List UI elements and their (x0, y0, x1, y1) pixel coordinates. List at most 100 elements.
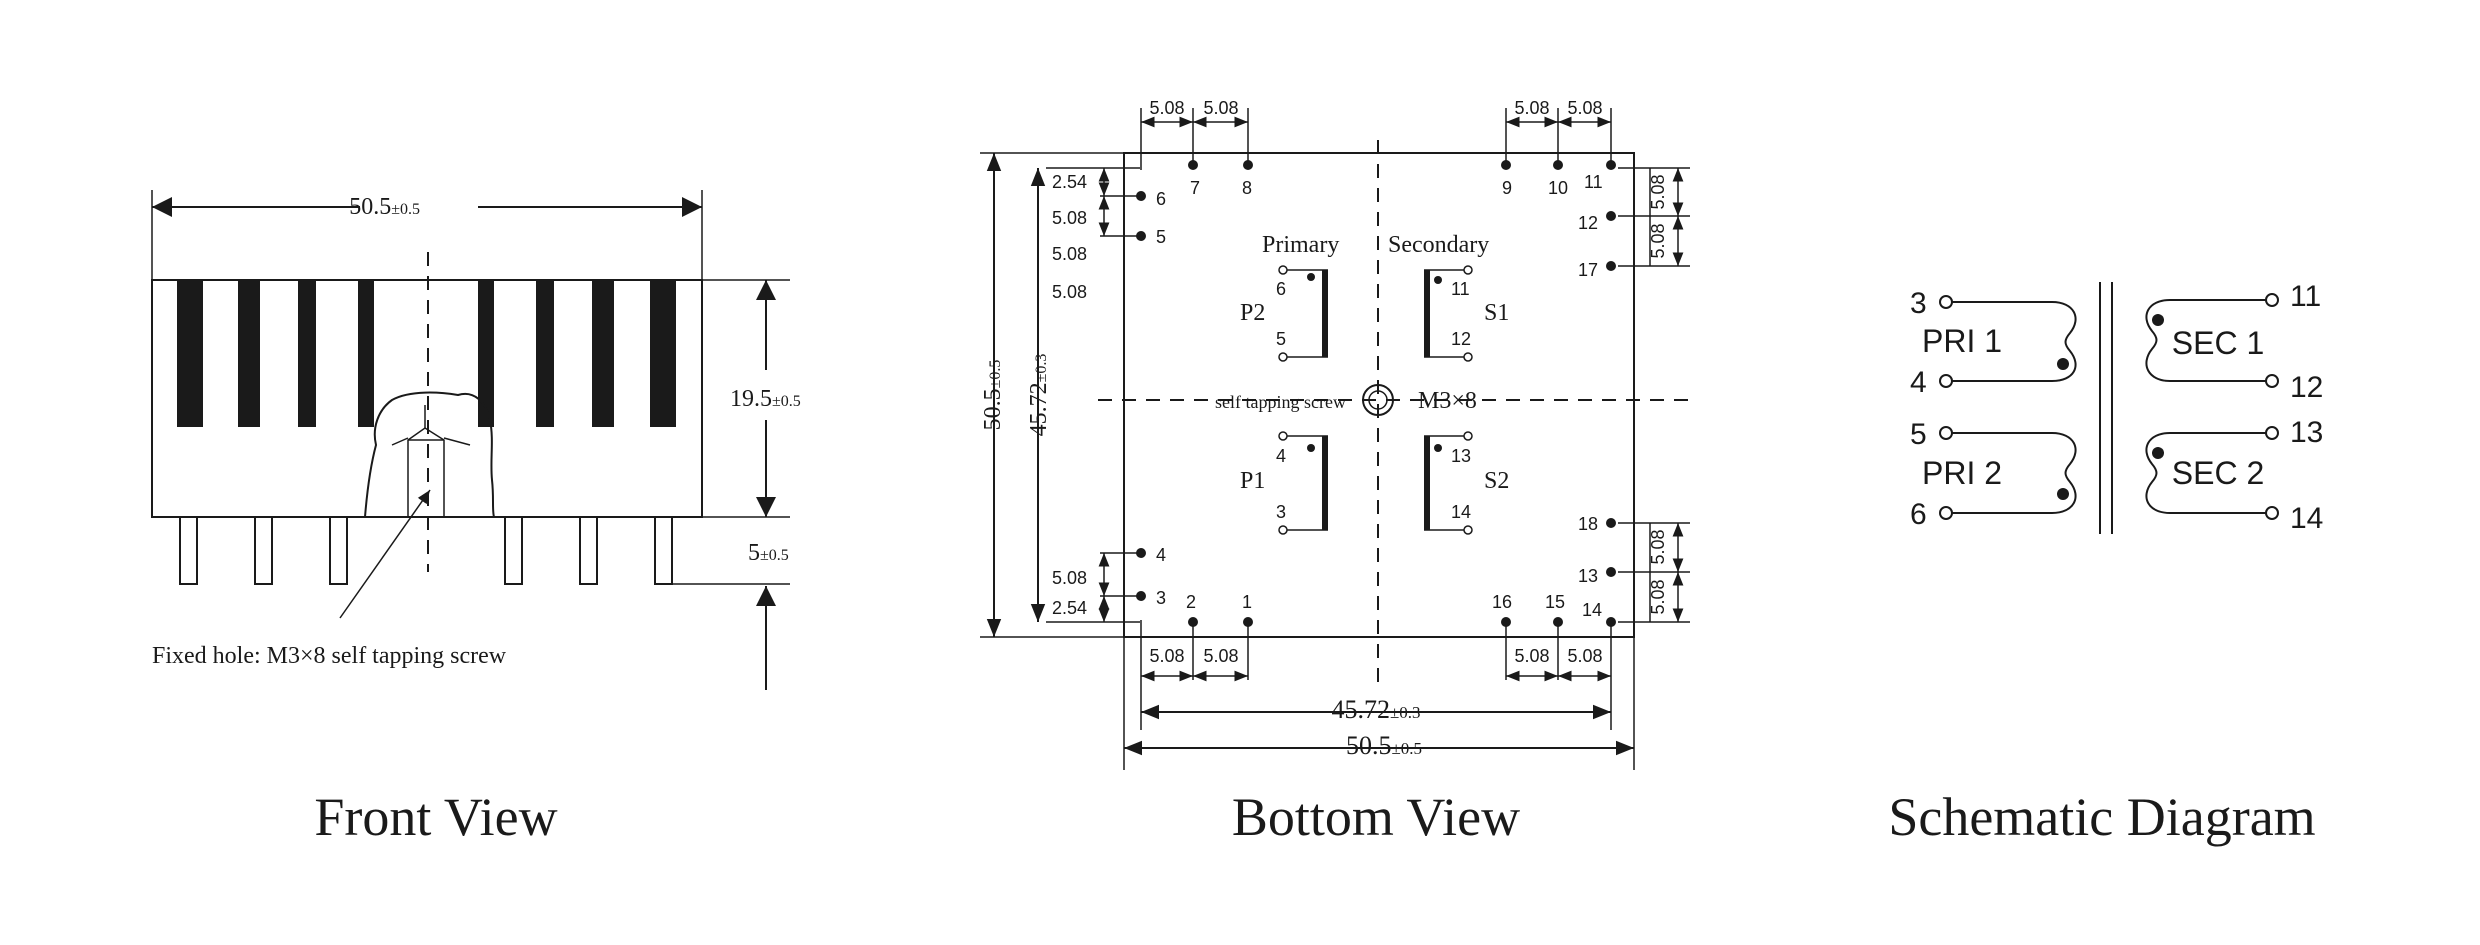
winding-s1: 11 12 S1 (1424, 265, 1509, 362)
dim-top-1: 5.08 (1149, 98, 1184, 118)
pri1-label: PRI 1 (1922, 323, 2002, 359)
dim-span-horizontal: 45.72±0.3 (1331, 695, 1420, 724)
screw-label: self tapping screw (1215, 392, 1346, 412)
top-dims: 5.08 5.08 5.08 5.08 (1140, 98, 1612, 170)
pin-label-14: 14 (1582, 600, 1602, 620)
dim-bot-1: 5.08 (1149, 646, 1184, 666)
pin-dot-13 (1606, 567, 1616, 577)
front-width-tol: ±0.5 (391, 201, 420, 218)
winding-p2: 6 5 P2 (1240, 265, 1328, 362)
pin-dot-4 (1136, 548, 1146, 558)
schematic-caption: Schematic Diagram (1888, 787, 2315, 847)
bottom-view: 6 5 7 8 9 10 11 12 17 4 3 2 1 16 15 14 1… (980, 98, 1690, 847)
pin-label-10: 10 (1548, 178, 1568, 198)
dim-top-3: 5.08 (1514, 98, 1549, 118)
s2-pin-top: 13 (1451, 446, 1471, 466)
svg-text:50.5±0.5: 50.5±0.5 (349, 194, 420, 220)
pin-11: 11 (2290, 280, 2321, 313)
pin-3: 3 (1910, 287, 1927, 320)
dim-top-2: 5.08 (1203, 98, 1238, 118)
pin-12: 12 (2290, 371, 2323, 404)
right-dims: 5.08 5.08 5.08 5.08 (1618, 167, 1690, 623)
pin-label-17: 17 (1578, 260, 1598, 280)
pin-label-18: 18 (1578, 514, 1598, 534)
front-height-value: 19.5 (730, 386, 772, 412)
dim-right-2: 5.08 (1648, 223, 1668, 258)
pin-label-15: 15 (1545, 592, 1565, 612)
pin-label-12: 12 (1578, 213, 1598, 233)
bottom-pins (1136, 160, 1616, 627)
dim-top-4: 5.08 (1567, 98, 1602, 118)
pin-dot-3 (1136, 591, 1146, 601)
pri2-label: PRI 2 (1922, 455, 2002, 491)
pin-dot-5 (1136, 231, 1146, 241)
s2-label: S2 (1484, 468, 1509, 494)
dim-left-6: 2.54 (1052, 598, 1087, 618)
front-height-tol: ±0.5 (772, 393, 801, 410)
dim-right-4: 5.08 (1648, 579, 1668, 614)
dim-left-3: 5.08 (1052, 244, 1087, 264)
schematic-pri2: 5 6 PRI 2 (1910, 418, 2077, 531)
front-pin-tol: ±0.5 (760, 547, 789, 564)
dim-left-1: 2.54 (1052, 172, 1087, 192)
sec1-label: SEC 1 (2172, 325, 2264, 361)
bottom-view-caption: Bottom View (1232, 787, 1520, 847)
dim-span-vertical: 45.72±0.3 (1026, 354, 1052, 437)
schematic-sec2: 13 14 SEC 2 (2145, 416, 2323, 535)
dim-left-2: 5.08 (1052, 208, 1087, 228)
bottom-pin-labels: 6 5 7 8 9 10 11 12 17 4 3 2 1 16 15 14 1… (1156, 172, 1603, 620)
primary-label: Primary (1262, 232, 1339, 258)
pin-label-5: 5 (1156, 227, 1166, 247)
pin-label-13: 13 (1578, 566, 1598, 586)
pin-13: 13 (2290, 416, 2323, 449)
front-slots (177, 280, 676, 427)
pin-label-4: 4 (1156, 545, 1166, 565)
pin-dot-6 (1136, 191, 1146, 201)
dim-bot-3: 5.08 (1514, 646, 1549, 666)
dim-bot-4: 5.08 (1567, 646, 1602, 666)
pin-dot-12 (1606, 211, 1616, 221)
dim-bot-2: 5.08 (1203, 646, 1238, 666)
s1-pin-top: 11 (1451, 279, 1470, 299)
front-note: Fixed hole: M3×8 self tapping screw (152, 643, 507, 669)
p2-pin-bot: 5 (1276, 329, 1286, 349)
pin-5: 5 (1910, 418, 1927, 451)
dim-outer-horizontal: 50.5±0.5 (1346, 731, 1422, 760)
pin-label-7: 7 (1190, 178, 1200, 198)
schematic-sec1: 11 12 SEC 1 (2145, 280, 2323, 404)
front-pin-value: 5 (748, 540, 760, 566)
s2-pin-bot: 14 (1451, 502, 1471, 522)
p2-label: P2 (1240, 300, 1265, 326)
pin-label-8: 8 (1242, 178, 1252, 198)
p1-pin-bot: 3 (1276, 502, 1286, 522)
svg-text:19.5±0.5: 19.5±0.5 (730, 386, 801, 412)
pin-label-6: 6 (1156, 189, 1166, 209)
pin-4: 4 (1910, 366, 1927, 399)
front-view-caption: Front View (314, 787, 557, 847)
pin-14: 14 (2290, 502, 2323, 535)
winding-p1: 4 3 P1 (1240, 431, 1328, 535)
schematic-pri1: 3 4 PRI 1 (1910, 287, 2077, 399)
s1-pin-bot: 12 (1451, 329, 1471, 349)
s1-label: S1 (1484, 300, 1509, 326)
screw-size: M3×8 (1418, 388, 1477, 414)
left-dims: 2.54 5.08 5.08 5.08 5.08 2.54 (1046, 167, 1140, 623)
secondary-label: Secondary (1388, 232, 1489, 258)
schematic-diagram: 3 4 PRI 1 5 6 PRI 2 11 12 SEC 1 (1888, 280, 2323, 847)
dim-left-5: 5.08 (1052, 568, 1087, 588)
pin-6: 6 (1910, 498, 1927, 531)
screw-cutaway (364, 391, 495, 518)
pin-label-2: 2 (1186, 592, 1196, 612)
sec2-label: SEC 2 (2172, 455, 2264, 491)
pin-label-11: 11 (1584, 172, 1603, 192)
p1-pin-top: 4 (1276, 446, 1286, 466)
pin-dot-18 (1606, 518, 1616, 528)
pin-label-16: 16 (1492, 592, 1512, 612)
dim-left-4: 5.08 (1052, 282, 1087, 302)
front-pins (179, 516, 673, 585)
dim-right-1: 5.08 (1648, 174, 1668, 209)
bottom-dims: 5.08 5.08 5.08 5.08 (1140, 620, 1612, 682)
front-width-value: 50.5 (349, 194, 391, 220)
screw-hole (1362, 384, 1394, 416)
